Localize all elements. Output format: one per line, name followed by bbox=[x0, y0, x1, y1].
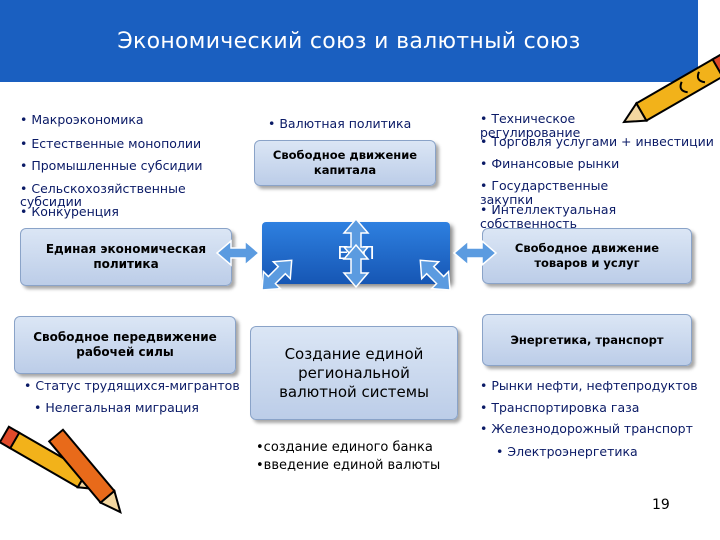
box-line: Единая экономическая bbox=[45, 242, 207, 256]
list-item: • Нелегальная миграция bbox=[34, 400, 199, 415]
list-item: • Статус трудящихся-мигрантов bbox=[24, 378, 240, 393]
list-item: закупки bbox=[480, 192, 534, 207]
page-title: Экономический союз и валютный союз bbox=[117, 28, 581, 54]
list-item: • Торговля услугами + инвестиции bbox=[480, 134, 714, 149]
double-arrow-icon bbox=[252, 251, 301, 300]
list-item: • Электроэнергетика bbox=[496, 444, 638, 459]
list-item: регулирование bbox=[480, 125, 581, 140]
box-line: Энергетика, транспорт bbox=[510, 332, 664, 347]
list-item: • Сельскохозяйственные bbox=[20, 181, 186, 196]
list-item: • Техническое bbox=[480, 111, 576, 126]
list-item: субсидии bbox=[20, 194, 82, 209]
list-item: • Транспортировка газа bbox=[480, 400, 640, 415]
box-line: товаров и услуг bbox=[534, 256, 640, 270]
list-item: • Валютная политика bbox=[268, 116, 412, 131]
list-item: • Макроэкономика bbox=[20, 112, 144, 127]
list-item: • Финансовые рынки bbox=[480, 156, 620, 171]
list-item: •создание единого банка bbox=[256, 440, 433, 455]
list-item: • Интеллектуальная bbox=[480, 202, 617, 217]
box-line: рабочей силы bbox=[76, 345, 174, 359]
page-number: 19 bbox=[652, 497, 670, 513]
box-line: Свободное движение bbox=[514, 241, 660, 255]
list-item: • Государственные bbox=[480, 178, 609, 193]
box-energy: Энергетика, транспорт bbox=[482, 314, 692, 366]
double-arrow-icon bbox=[453, 240, 497, 266]
box-line: валютной системы bbox=[279, 382, 429, 401]
double-arrow-icon bbox=[411, 251, 460, 300]
box-capital: Свободное движение капитала bbox=[254, 140, 436, 186]
box-goods: Свободное движение товаров и услуг bbox=[482, 228, 692, 284]
list-item: собственность bbox=[480, 216, 577, 231]
box-line: Свободное передвижение bbox=[33, 330, 217, 344]
double-arrow-icon bbox=[216, 240, 260, 266]
list-item: • Железнодорожный транспорт bbox=[480, 421, 693, 436]
box-line: капитала bbox=[313, 163, 377, 177]
list-item: • Рынки нефти, нефтепродуктов bbox=[480, 378, 698, 393]
list-item: • Естественные монополии bbox=[20, 136, 202, 151]
box-line: Создание единой bbox=[284, 344, 424, 363]
box-line: Свободное движение bbox=[272, 148, 418, 162]
box-line: региональной bbox=[298, 363, 410, 382]
box-line: политика bbox=[93, 257, 159, 271]
list-item: • Промышленные субсидии bbox=[20, 158, 203, 173]
list-item: • Конкуренция bbox=[20, 204, 119, 219]
box-currency: Создание единой региональной валютной си… bbox=[250, 326, 458, 420]
list-item: •введение единой валюты bbox=[256, 458, 441, 473]
box-labor: Свободное передвижение рабочей силы bbox=[14, 316, 236, 374]
title-banner: Экономический союз и валютный союз bbox=[0, 0, 698, 82]
